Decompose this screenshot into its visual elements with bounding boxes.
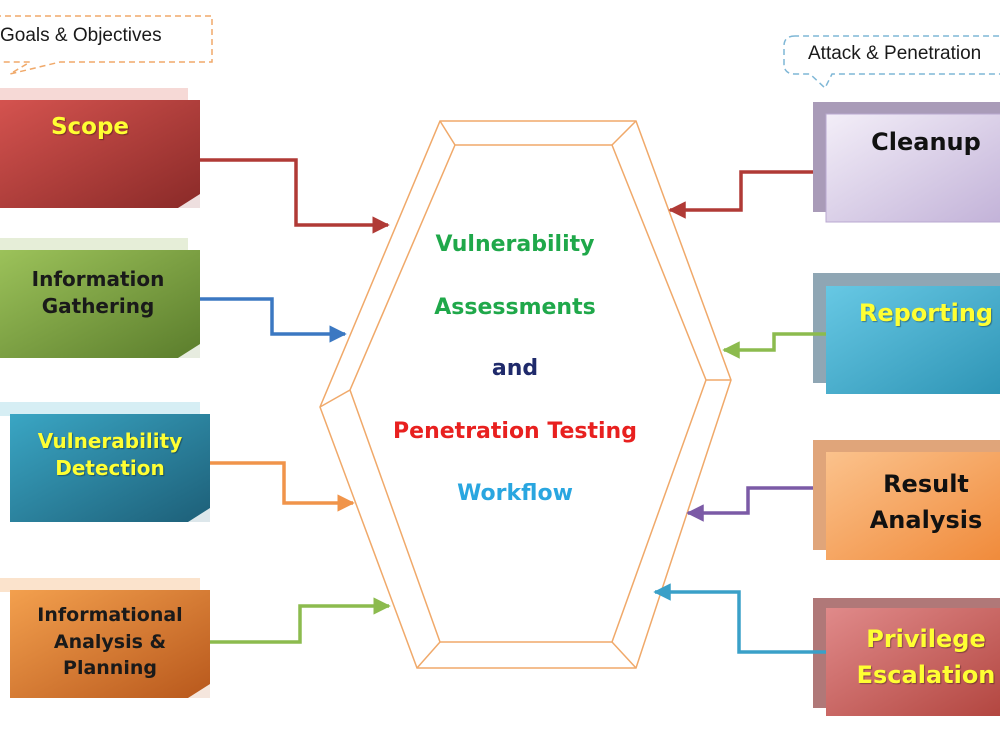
arrow-informational-analysis — [210, 597, 391, 644]
step-scope-label: Scope — [0, 104, 180, 152]
step-informational-line2: Analysis & — [53, 630, 167, 653]
goals-objectives-label: Goals & Objectives — [0, 25, 162, 46]
left-step-vulnerability-detection — [0, 402, 210, 522]
right-step-result-analysis — [813, 440, 1000, 560]
attack-penetration-label: Attack & Penetration — [808, 43, 982, 64]
step-result-line1: Result — [883, 470, 969, 498]
center-title-and: and — [491, 356, 539, 381]
step-scope-text: Scope — [50, 114, 130, 141]
goals-callout-shape — [0, 15, 213, 75]
step-vulnerability-detection-label: Vulnerability Detection — [10, 420, 210, 490]
left-step-information-gathering — [0, 238, 200, 358]
right-step-cleanup — [813, 102, 1000, 223]
step-informational-line3: Planning — [63, 657, 157, 680]
left-step-scope — [0, 88, 200, 208]
left-step-informational-analysis — [0, 578, 210, 698]
right-step-reporting — [813, 273, 1000, 394]
center-title-vulnerability: Vulnerability — [435, 232, 595, 257]
center-title-penetration-testing: Penetration Testing — [393, 419, 637, 444]
step-result-analysis-label: Result Analysis — [826, 459, 1000, 545]
center-title-assessments: Assessments — [434, 295, 596, 320]
step-cleanup-text: Cleanup — [871, 127, 981, 156]
step-informational-line1: Informational — [37, 604, 183, 627]
step-informational-analysis-label: Informational Analysis & Planning — [10, 596, 210, 688]
step-privilege-escalation-label: Privilege Escalation — [826, 614, 1000, 700]
step-privilege-line1: Privilege — [866, 625, 986, 653]
arrow-cleanup — [668, 170, 813, 219]
arrow-scope — [200, 158, 390, 234]
arrow-vulnerability-detection — [210, 461, 355, 512]
arrow-information-gathering — [200, 297, 347, 343]
step-information-line1: Information — [31, 267, 165, 291]
right-step-privilege-escalation — [813, 598, 1000, 716]
step-vulnerability-line2: Detection — [55, 456, 165, 480]
step-vulnerability-line1: Vulnerability — [37, 429, 183, 453]
step-result-line2: Analysis — [869, 506, 983, 534]
arrow-privilege-escalation — [653, 583, 826, 654]
center-title-workflow: Workflow — [457, 481, 573, 506]
step-reporting-text: Reporting — [858, 298, 994, 327]
step-cleanup-label: Cleanup — [826, 118, 1000, 166]
step-reporting-label: Reporting — [826, 290, 1000, 336]
arrow-reporting — [722, 332, 826, 359]
step-information-gathering-label: Information Gathering — [0, 258, 196, 328]
step-information-line2: Gathering — [41, 294, 155, 318]
central-hexagon — [319, 120, 732, 669]
step-privilege-line2: Escalation — [856, 661, 996, 689]
arrow-result-analysis — [686, 486, 813, 522]
